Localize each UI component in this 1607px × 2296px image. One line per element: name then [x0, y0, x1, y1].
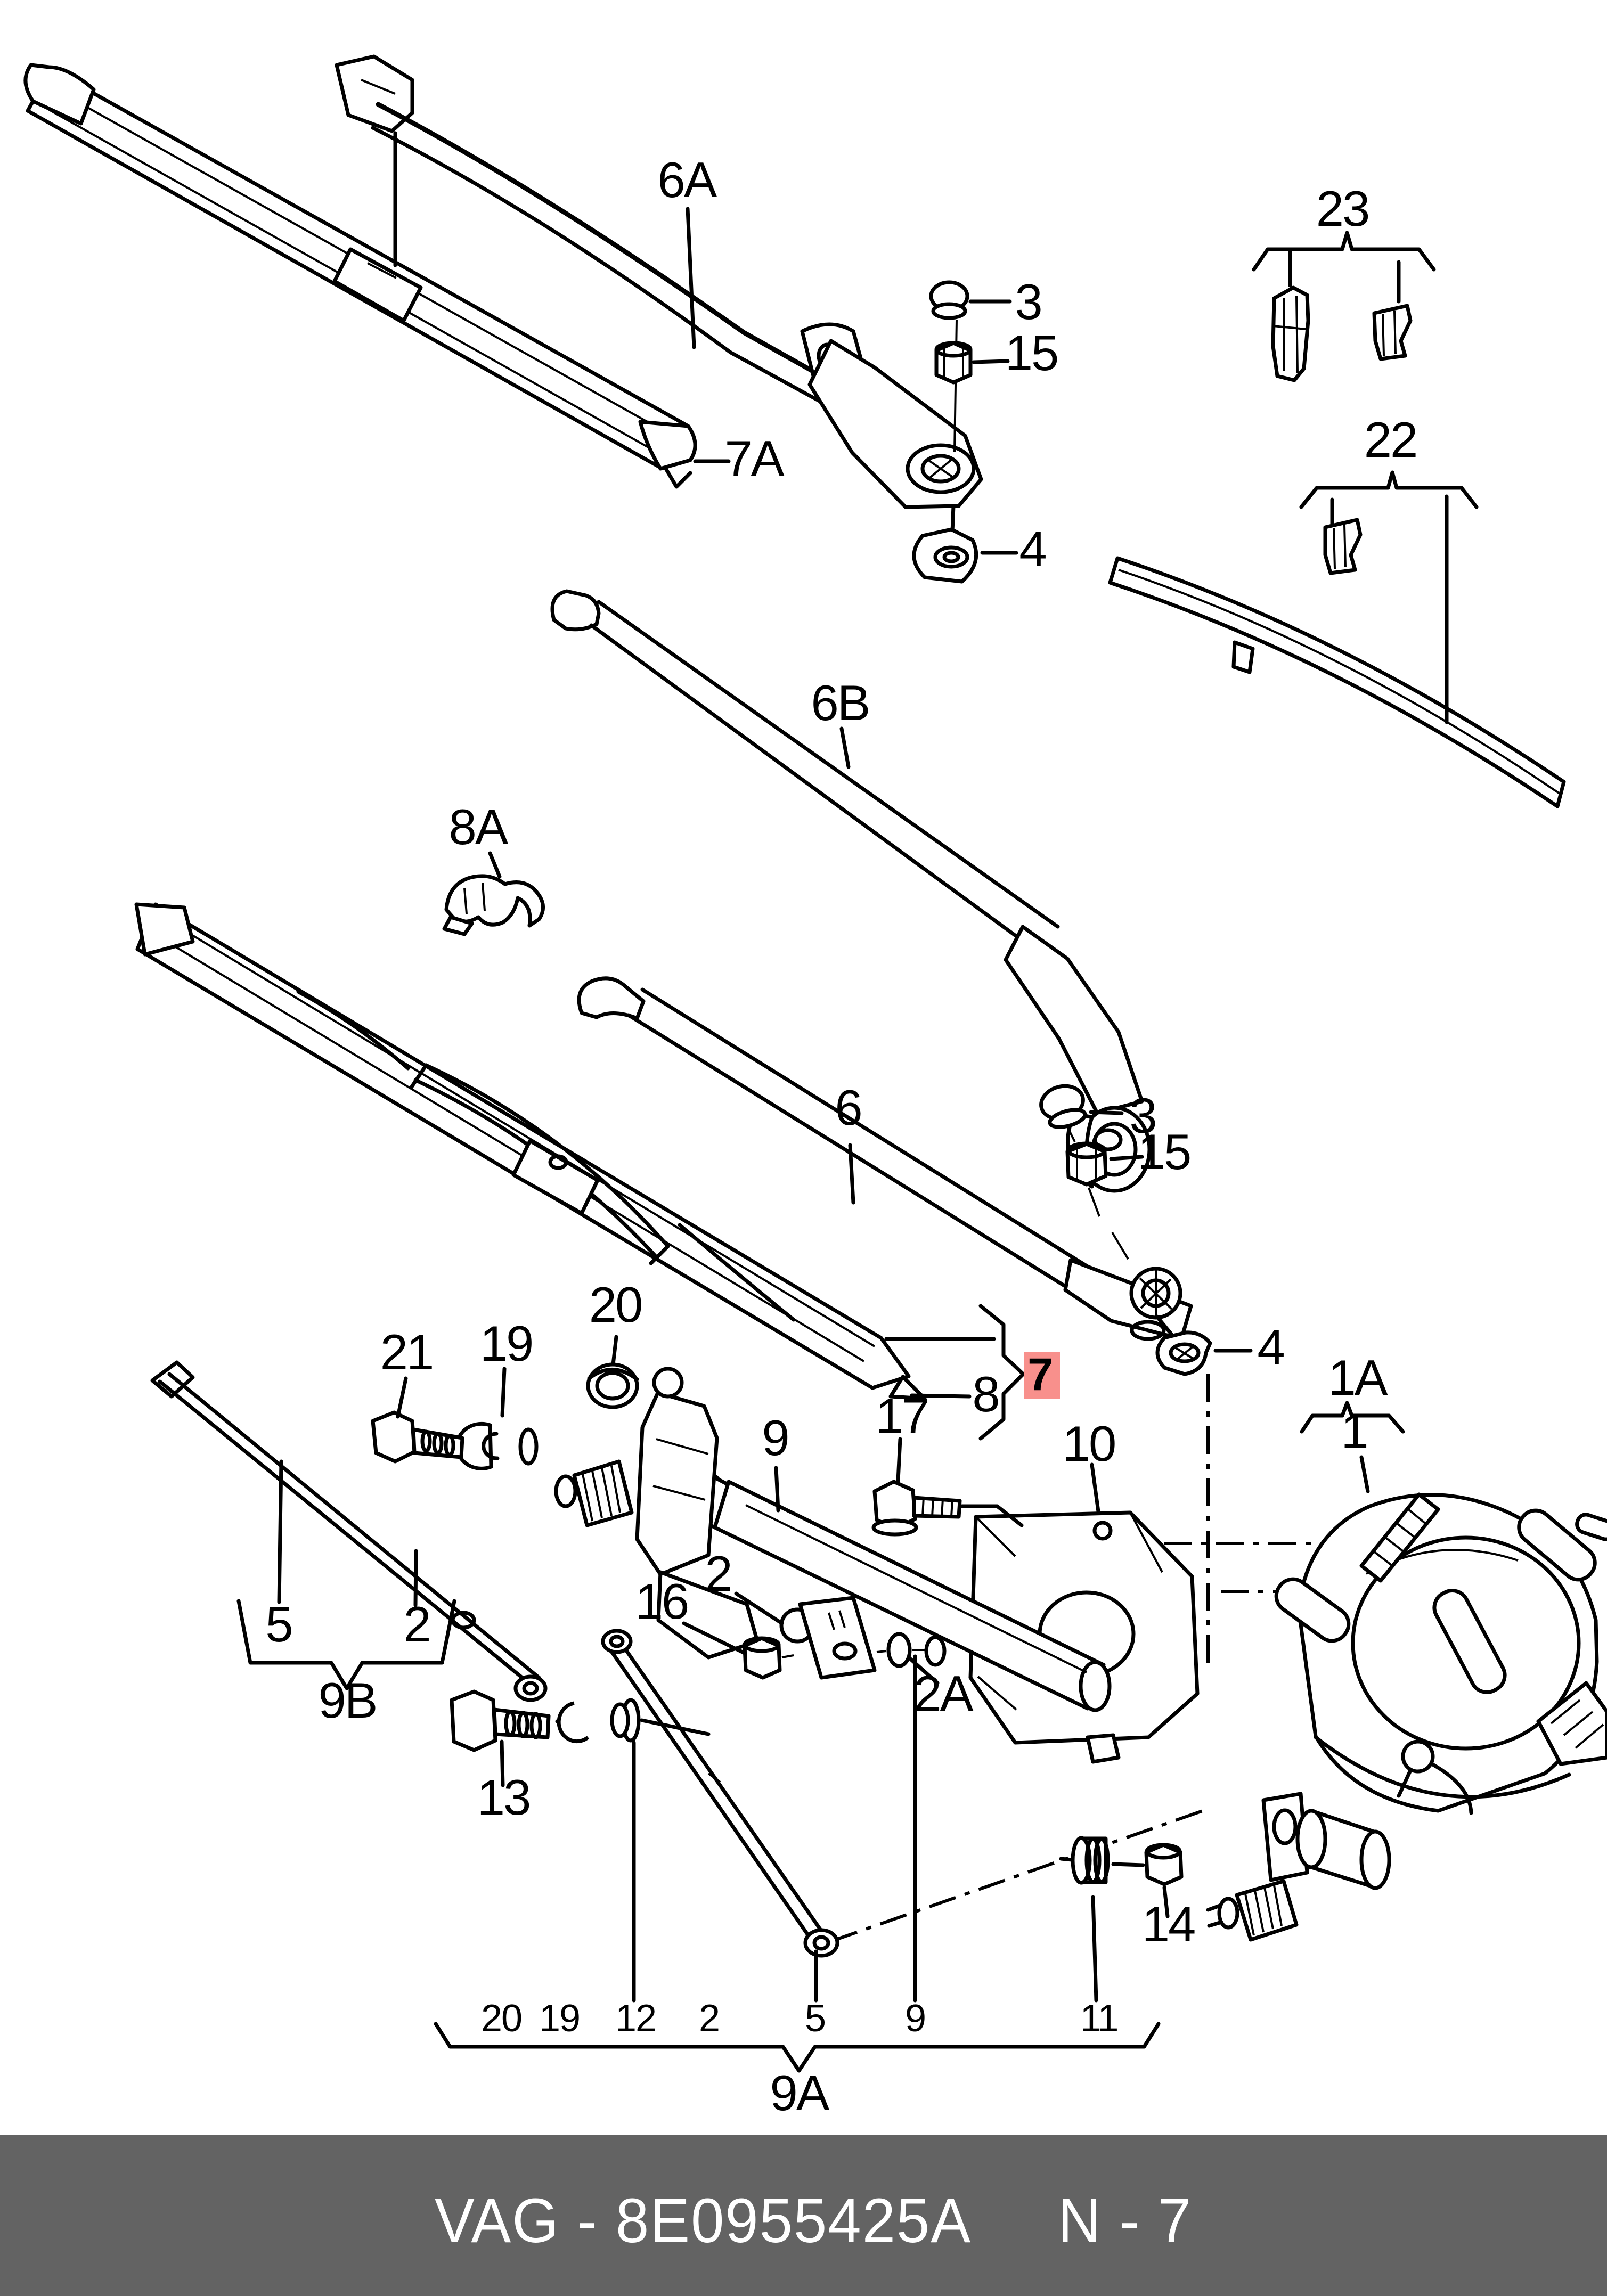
callout-6A[interactable]: 6A	[658, 152, 719, 208]
crank-spline-shaft	[1235, 1879, 1299, 1942]
washer	[886, 1632, 912, 1668]
wedge-plate	[798, 1596, 877, 1680]
hex-nut-part15-mid	[1065, 1142, 1108, 1187]
flat-wiper-blade-7A	[23, 54, 697, 489]
rear-wiper-blade-part22	[1108, 518, 1566, 808]
callout-17[interactable]: 17	[876, 1388, 930, 1444]
callout-10[interactable]: 10	[1063, 1416, 1117, 1472]
callout-8[interactable]: 8	[972, 1366, 1000, 1422]
retainer-clip-part8A	[442, 874, 545, 936]
callout-8A[interactable]: 8A	[449, 799, 510, 855]
cap-part20	[586, 1362, 639, 1409]
crank-spline	[572, 1459, 634, 1527]
cap-nut-part3-top	[929, 280, 973, 452]
grouping-brackets	[236, 231, 1479, 2073]
footer-bar: VAG - 8E0955425A N - 7	[0, 2135, 1607, 2296]
bracket-22	[1299, 470, 1479, 509]
grommet-nut-part14	[1059, 1836, 1184, 1886]
callout-r5[interactable]: 5	[805, 1997, 826, 2040]
bridge-wiper-blade-part7	[134, 902, 927, 1401]
bolt-part21	[371, 1410, 464, 1464]
callout-19[interactable]: 19	[480, 1315, 534, 1371]
spindle-cover-part4-mid	[1155, 1314, 1212, 1376]
highlight-label[interactable]: 7	[1027, 1349, 1053, 1400]
callout-r9[interactable]: 9	[905, 1997, 926, 2040]
hex-nut-part15-top	[934, 341, 973, 385]
bracket-9A	[434, 2022, 1161, 2073]
callout-4[interactable]: 4	[1019, 521, 1047, 577]
callout-r2[interactable]: 2	[699, 1997, 720, 2040]
callout-6B[interactable]: 6B	[811, 675, 871, 731]
callout-13[interactable]: 13	[477, 1769, 532, 1825]
grommet-part19	[455, 1421, 539, 1470]
callout-2A[interactable]: 2A	[914, 1665, 975, 1721]
callout-5[interactable]: 5	[265, 1596, 293, 1652]
callout-22[interactable]: 22	[1364, 412, 1418, 468]
spring-washer	[557, 1701, 590, 1744]
motor-stud	[1432, 1589, 1507, 1694]
callout-2[interactable]: 2	[705, 1546, 732, 1602]
callout-r12[interactable]: 12	[615, 1997, 657, 2040]
motor-worm-shaft	[1359, 1492, 1440, 1583]
fastener-clips-part23	[1271, 285, 1413, 382]
callout-15b[interactable]: 15	[1138, 1124, 1192, 1180]
callout-15[interactable]: 15	[1005, 325, 1059, 381]
pivot-hardware-chain	[743, 1596, 947, 1680]
callout-1A[interactable]: 1A	[1328, 1350, 1390, 1406]
callout-6[interactable]: 6	[835, 1080, 862, 1135]
highlighted-part-7[interactable]: 7	[1024, 1349, 1060, 1400]
callout-2b[interactable]: 2	[403, 1596, 431, 1652]
callout-21[interactable]: 21	[380, 1324, 435, 1380]
crank-ball-pin	[652, 1367, 684, 1399]
wiper-motor-part1	[1274, 1492, 1607, 1813]
bell-crank	[554, 1367, 760, 1660]
callout-9A[interactable]: 9A	[770, 2065, 831, 2121]
link-rod-lower	[601, 1629, 839, 1958]
bracket-23	[1252, 231, 1436, 272]
bracket-1A	[1300, 1401, 1405, 1434]
callout-3b[interactable]: 3	[1129, 1088, 1157, 1143]
footer-part-number: VAG - 8E0955425A	[435, 2186, 972, 2256]
callout-16[interactable]: 16	[635, 1573, 690, 1629]
motor-stud	[1517, 1508, 1597, 1582]
crank-ball-stud	[1401, 1739, 1435, 1774]
footer-background	[0, 2135, 1607, 2296]
motor-stud	[1274, 1577, 1351, 1643]
callout-23[interactable]: 23	[1316, 181, 1371, 236]
cap-nut-part3-mid	[1039, 1084, 1129, 1260]
callout-r19[interactable]: 19	[539, 1997, 581, 2040]
hex-nut-part14	[1144, 1843, 1184, 1886]
hex-nut-part16	[743, 1636, 782, 1680]
highlight-box[interactable]	[1024, 1352, 1060, 1399]
footer-page-code: N - 7	[1058, 2186, 1192, 2256]
callout-14[interactable]: 14	[1142, 1896, 1196, 1952]
callout-9[interactable]: 9	[762, 1410, 789, 1466]
wiper-arm-6A	[371, 102, 983, 509]
bracket-7-8	[978, 1304, 1025, 1441]
callout-9B[interactable]: 9B	[319, 1672, 378, 1728]
motor-crank-assembly	[1206, 1739, 1473, 1942]
callout-4b[interactable]: 4	[1257, 1319, 1285, 1375]
callout-r20[interactable]: 20	[481, 1997, 523, 2040]
spindle-cover-part4-top	[912, 504, 978, 584]
link-rod-left-part5	[150, 1360, 548, 1702]
callout-r11[interactable]: 11	[1080, 1997, 1119, 2040]
callout-7A[interactable]: 7A	[725, 430, 786, 486]
bolt-part17	[871, 1480, 1024, 1537]
motor-connector	[1536, 1681, 1607, 1766]
callout-1[interactable]: 1	[1341, 1403, 1368, 1459]
bracket-9B	[236, 1599, 456, 1690]
washer-part2A	[924, 1635, 947, 1667]
bolt-part13-washers	[450, 1689, 711, 1752]
leader-lines	[277, 207, 1449, 2003]
callout-3[interactable]: 3	[1015, 274, 1042, 330]
callout-20[interactable]: 20	[589, 1277, 643, 1333]
clip-part22	[1323, 518, 1363, 575]
